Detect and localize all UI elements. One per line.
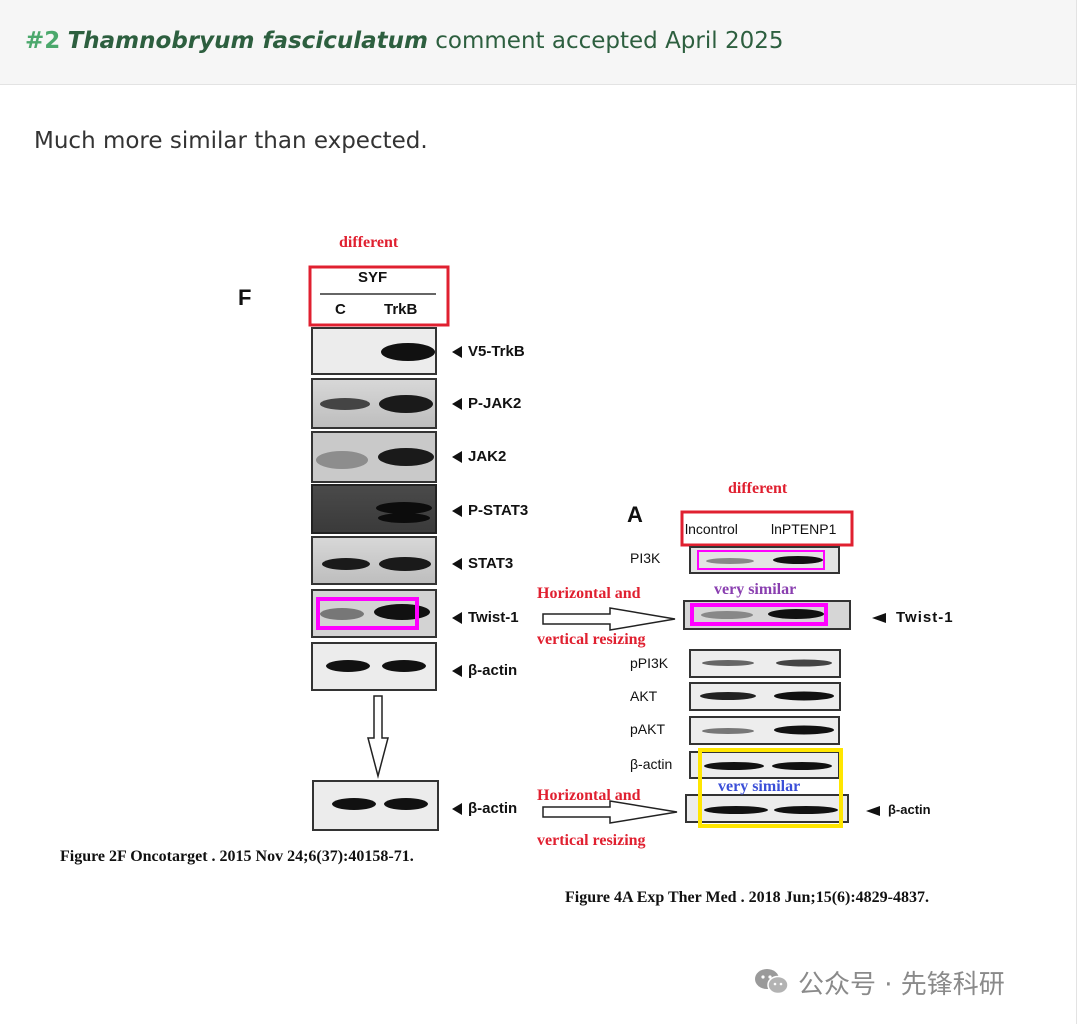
band xyxy=(702,728,754,734)
comment-status: comment accepted April 2025 xyxy=(435,28,784,54)
band xyxy=(320,398,370,410)
pi3k-highlight xyxy=(697,550,825,570)
label-twist-1: Twist-1 xyxy=(468,609,519,626)
right-header-highlight xyxy=(680,510,854,547)
label-jak2: JAK2 xyxy=(468,448,507,465)
label-beta-actin-right: β-actin xyxy=(630,756,673,772)
lane-c: C xyxy=(335,301,346,318)
comment-header: #2 Thamnobryum fasciculatum comment acce… xyxy=(0,0,1077,85)
band xyxy=(332,798,376,810)
label-pakt: pAKT xyxy=(630,721,666,737)
beta-actin-highlight xyxy=(698,748,843,828)
band xyxy=(700,692,756,700)
down-arrow xyxy=(367,695,389,779)
band xyxy=(776,659,832,667)
label-twist-1-right: Twist-1 xyxy=(896,609,954,626)
lane-trkb: TrkB xyxy=(384,301,418,318)
left-different-label: different xyxy=(339,234,399,251)
label-beta-actin-bottom: β-actin xyxy=(468,800,518,817)
label-v5-trkb: V5-TrkB xyxy=(468,343,525,360)
label-p-stat3: P-STAT3 xyxy=(468,502,529,519)
watermark-text: 公众号 · 先锋科研 xyxy=(798,969,1005,1000)
comment-title: #2 Thamnobryum fasciculatum comment acce… xyxy=(25,28,783,54)
group-label-syf: SYF xyxy=(358,269,388,286)
right-caption: Figure 4A Exp Ther Med . 2018 Jun;15(6):… xyxy=(565,889,930,906)
resize-arrow-1 xyxy=(542,607,676,631)
band xyxy=(774,806,838,814)
band xyxy=(384,798,428,810)
wechat-icon xyxy=(754,967,790,997)
resize-label-2a: Horizontal and xyxy=(537,787,641,804)
band xyxy=(378,448,434,466)
panel-letter-a: A xyxy=(627,502,643,527)
similar-label-purple: very similar xyxy=(714,581,797,598)
lane-lncontrol: lncontrol xyxy=(685,521,738,537)
band xyxy=(378,513,430,523)
band xyxy=(774,725,834,735)
label-beta-actin-right-bottom: β-actin xyxy=(888,802,931,817)
wechat-watermark: 公众号 · 先锋科研 xyxy=(754,964,1005,1000)
band xyxy=(774,691,834,701)
band xyxy=(704,762,764,770)
band xyxy=(773,556,823,564)
band xyxy=(704,806,768,814)
resize-arrow-2 xyxy=(542,800,678,824)
comment-number: #2 xyxy=(25,28,61,54)
left-caption: Figure 2F Oncotarget . 2015 Nov 24;6(37)… xyxy=(60,848,414,865)
twist-highlight-right xyxy=(690,603,828,626)
species-name[interactable]: Thamnobryum fasciculatum xyxy=(67,28,428,54)
band xyxy=(320,608,364,620)
label-stat3: STAT3 xyxy=(468,555,514,572)
label-arrowheads-right xyxy=(866,613,886,816)
band xyxy=(706,558,754,564)
lane-lnptenp1: lnPTENP1 xyxy=(771,521,837,537)
resize-label-1a: Horizontal and xyxy=(537,585,641,602)
band xyxy=(768,609,824,619)
label-arrowheads-left xyxy=(452,346,462,815)
band xyxy=(322,558,370,570)
band xyxy=(316,451,368,469)
twist-highlight-left xyxy=(316,597,419,630)
label-p-jak2: P-JAK2 xyxy=(468,395,522,412)
band xyxy=(772,762,832,770)
band xyxy=(374,604,430,620)
band xyxy=(701,611,753,619)
similar-label-blue: very similar xyxy=(718,778,801,795)
band xyxy=(379,395,433,413)
band xyxy=(702,660,754,666)
band xyxy=(379,557,431,571)
band xyxy=(326,660,370,672)
label-ppi3k: pPI3K xyxy=(630,655,669,671)
band xyxy=(382,660,426,672)
panel-letter-f: F xyxy=(238,285,252,310)
comment-body: Much more similar than expected. xyxy=(34,128,428,154)
resize-label-1b: vertical resizing xyxy=(537,631,646,648)
left-header-highlight xyxy=(308,265,450,327)
band xyxy=(381,343,435,361)
label-akt: AKT xyxy=(630,688,658,704)
label-beta-actin: β-actin xyxy=(468,662,518,679)
resize-label-2b: vertical resizing xyxy=(537,832,646,849)
label-pi3k: PI3K xyxy=(630,550,661,566)
content-border xyxy=(1076,84,1077,1024)
band xyxy=(376,502,432,514)
right-different-label: different xyxy=(728,480,788,497)
